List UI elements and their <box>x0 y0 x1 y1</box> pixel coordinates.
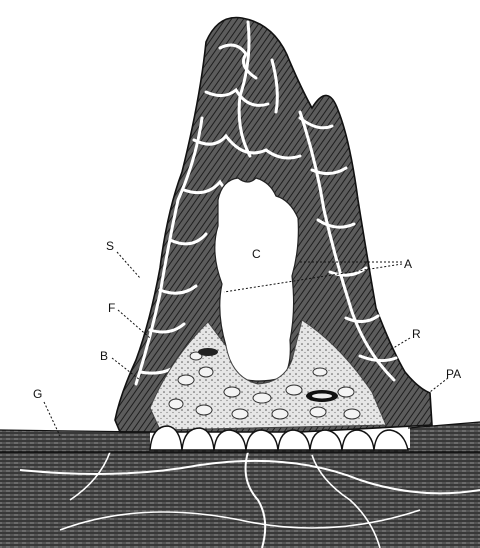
label-c: C <box>252 247 261 261</box>
label-a: A <box>404 257 412 271</box>
label-s: S <box>106 239 114 253</box>
label-f: F <box>108 301 115 315</box>
label-b: B <box>100 349 108 363</box>
label-pa: PA <box>446 367 461 381</box>
label-g: G <box>33 387 42 401</box>
papilla <box>0 18 480 453</box>
label-r: R <box>412 327 421 341</box>
vessel <box>198 348 218 356</box>
